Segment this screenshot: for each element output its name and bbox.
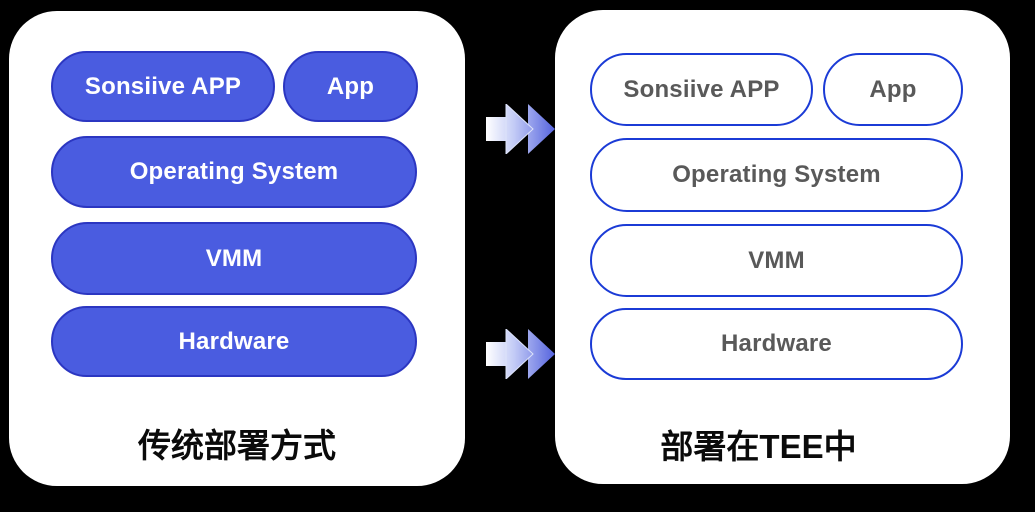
pill-sonsiive-app: Sonsiive APP xyxy=(590,53,813,126)
pill-hardware-label: Hardware xyxy=(178,327,290,355)
pill-vmm-label: VMM xyxy=(205,244,263,272)
pill-hardware: Hardware xyxy=(590,308,963,380)
pill-sonsiive-app-label: Sonsiive APP xyxy=(623,75,780,103)
pill-operating-system-label: Operating System xyxy=(672,161,881,188)
pill-operating-system: Operating System xyxy=(51,136,417,208)
traditional-deployment-panel: Sonsiive APP App Operating System VMM Ha… xyxy=(9,11,465,486)
double-arrow-icon xyxy=(486,104,555,154)
pill-app-label: App xyxy=(869,75,917,103)
pill-app-label: App xyxy=(326,72,375,100)
pill-vmm: VMM xyxy=(590,224,963,297)
pill-sonsiive-app-label: Sonsiive APP xyxy=(84,72,242,100)
pill-operating-system-label: Operating System xyxy=(129,158,339,185)
pill-hardware-label: Hardware xyxy=(721,330,832,357)
pill-sonsiive-app: Sonsiive APP xyxy=(51,51,275,122)
left-panel-caption: 传统部署方式 xyxy=(138,427,336,464)
pill-vmm-label: VMM xyxy=(748,246,805,274)
pill-app: App xyxy=(283,51,418,122)
pill-app: App xyxy=(823,53,963,126)
pill-vmm: VMM xyxy=(51,222,417,295)
pill-hardware: Hardware xyxy=(51,306,417,377)
pill-operating-system: Operating System xyxy=(590,138,963,212)
tee-deployment-panel: Sonsiive APP App Operating System VMM Ha… xyxy=(555,10,1010,484)
double-arrow-icon xyxy=(486,329,555,379)
right-panel-caption: 部署在TEE中 xyxy=(660,428,857,465)
